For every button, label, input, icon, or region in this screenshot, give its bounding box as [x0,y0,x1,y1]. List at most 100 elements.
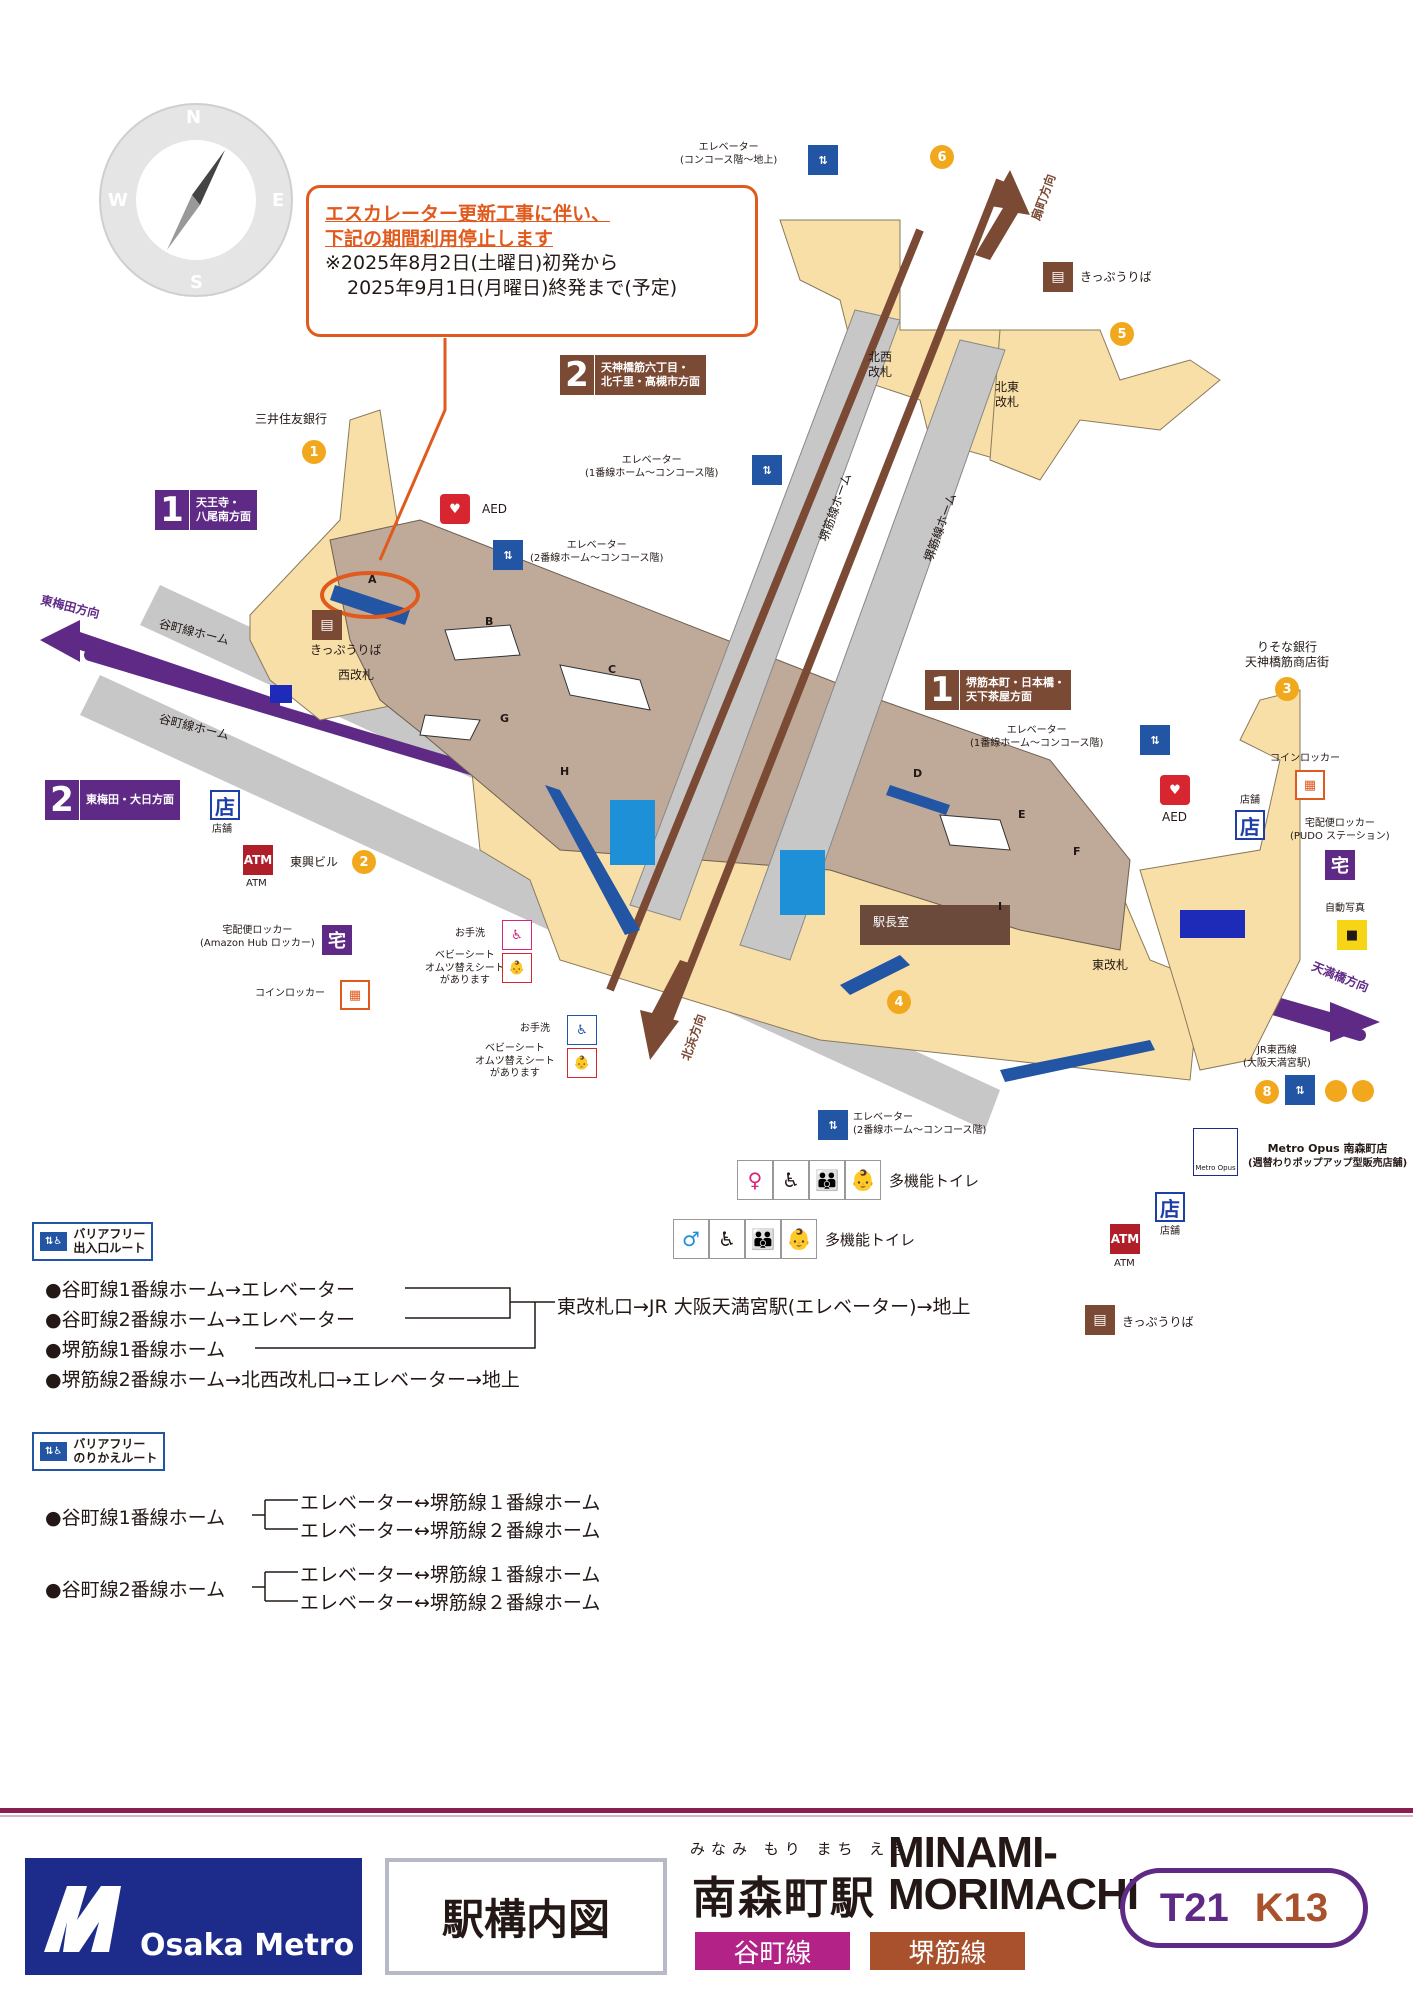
elevator-icon: ⇅ [493,540,523,570]
ticket-machine-icon: ▤ [1085,1305,1115,1335]
elevator-wheelchair-icon: ⇅♿ [40,1231,68,1251]
man-icon: ♂ [673,1219,709,1259]
opus-label: Metro Opus 南森町店 [1267,1142,1388,1155]
locker-label: 宅配便ロッカー [222,925,293,936]
sign-num: 2 [50,780,74,820]
gate-west-machine [270,685,292,703]
wheelchair-icon: ♿ [773,1160,809,1200]
label-kippu-east: きっぷうりば [1122,1315,1194,1329]
label-photo-booth: 自動写真 [1325,903,1365,914]
compass-e: E [272,190,285,211]
jr-label: (大阪天満宮駅) [1243,1057,1311,1069]
aed-icon: ♥ [1160,775,1190,805]
elev-label: エレベーター [698,142,759,153]
exit-route-row: ●堺筋線1番線ホーム [45,1339,226,1361]
aed-icon: ♥ [440,494,470,524]
elev-label-sub: (2番線ホーム〜コンコース階) [530,552,664,564]
transfer-to: エレベーター↔堺筋線２番線ホーム [300,1592,601,1614]
metro-opus-logo: Metro Opus [1193,1128,1238,1176]
compass-s: S [190,272,203,293]
notice-title-1: エスカレーター更新工事に伴い、 [325,203,611,225]
sign-line: 東梅田・大日方面 [86,792,174,806]
label-touko: 東興ビル [290,855,339,869]
baby-icon: 👶 [781,1219,817,1259]
escalator-notice: エスカレーター更新工事に伴い、 下記の期間利用停止します ※2025年8月2日(… [306,185,758,337]
notice-callout-line [378,338,447,561]
label-tamokuteki-1: 多機能トイレ [889,1171,980,1190]
opening-b [444,624,521,661]
label-mitsui: 三井住友銀行 [255,412,328,426]
barrier-free-exit-header: ⇅♿ バリアフリー出入口ルート [32,1222,154,1261]
family-icon: 👪 [809,1160,845,1200]
exit-3: 3 [1275,677,1299,701]
marker-d: D [913,767,923,780]
label-tamokuteki-2: 多機能トイレ [825,1230,916,1249]
escalator-4 [840,955,910,995]
exit-2: 2 [352,850,376,874]
label-kippu-north: きっぷうりば [1080,270,1152,284]
elevator-icon: ⇅ [752,455,782,485]
marker-f: F [1073,845,1081,858]
exit-1: 1 [302,440,326,464]
station-map-drawing [40,103,1380,1130]
jr-label: JR東西線 [1256,1045,1297,1056]
notice-period-2: 2025年9月1日(月曜日)終発まで(予定) [347,277,678,300]
label-atm-west: ATM [246,878,267,889]
label-kippu-west: きっぷうりば [310,643,382,657]
station-kana: みなみ もり まち えき [690,1840,911,1858]
label-elev-tani-1: エレベーター(1番線ホーム〜コンコース階) [970,725,1103,750]
atm-icon: ATM [1110,1224,1140,1254]
sign-line: 天王寺・ [196,495,240,509]
notice-period-1: ※2025年8月2日(土曜日)初発から [325,252,619,275]
escalator-east [1000,1040,1155,1082]
exit-8: 8 [1255,1080,1279,1104]
sign-sakaisuji-2: 2 天神橋筋六丁目・北千里・高槻市方面 [560,355,706,395]
label-aed-east: AED [1162,810,1188,824]
marker-b: B [485,615,494,628]
notice-title-2: 下記の期間利用停止します [325,227,554,250]
platform-door-2 [780,850,825,915]
elev-label-sub: (2番線ホーム〜コンコース階) [853,1124,987,1136]
restroom-icon: ♿ [567,1015,597,1045]
exit-6: 6 [930,145,954,169]
transfer-connectors [252,1499,298,1602]
elevator-icon: ⇅ [1140,725,1170,755]
north-east-arm [989,329,1221,481]
woman-icon: ♀ [737,1160,773,1200]
map-title: 駅構内図 [385,1858,667,1975]
shop-icon: 店 [1155,1192,1185,1222]
exit-route-row: ●谷町線2番線ホーム→エレベーター [45,1309,356,1331]
label-resona-1: りそな銀行 [1257,640,1318,654]
escalator-h [545,785,640,935]
gate-east-machine [1180,910,1245,938]
atm-icon: ATM [243,845,273,875]
higashi-umeda-arrow [40,620,280,716]
gate-north-east: 北東改札 [995,380,1020,409]
elev-label: エレベーター [1006,725,1067,736]
label-jr: JR東西線(大阪天満宮駅) [1243,1045,1311,1070]
baby-label: ベビーシート [484,1043,545,1054]
label-elev-east: エレベーター(2番線ホーム〜コンコース階) [853,1112,986,1137]
label-shop-west: 店舗 [212,824,232,835]
delivery-locker-icon: 宅 [1325,850,1355,880]
kitahama-arrow [640,960,695,1060]
sign-num: 1 [160,490,184,530]
sign-sakaisuji-1: 1 堺筋本町・日本橋・天下茶屋方面 [925,670,1071,710]
shop-icon: 店 [210,790,240,820]
sakaisuji-track-2 [606,228,924,992]
osaka-metro-logo: Osaka Metro [25,1858,362,1975]
opening-e [939,814,1011,851]
header-text: バリアフリー [73,1437,146,1451]
brand-name: Osaka Metro [140,1928,355,1963]
station-codes: T21 K13 [1120,1868,1368,1948]
footer-rule-thin [0,1815,1413,1817]
ticket-machine-icon: ▤ [1043,262,1073,292]
elev-label: エレベーター [621,455,682,466]
station-roman-1: MINAMI- [888,1828,1058,1877]
header-text: のりかえルート [73,1451,158,1466]
locker-label: 宅配便ロッカー [1304,818,1375,829]
elev-label: エレベーター [566,540,627,551]
label-elev-tani-2: エレベーター(2番線ホーム〜コンコース階) [530,540,663,565]
delivery-locker-icon: 宅 [322,925,352,955]
label-coin-locker-west: コインロッカー [255,988,325,999]
